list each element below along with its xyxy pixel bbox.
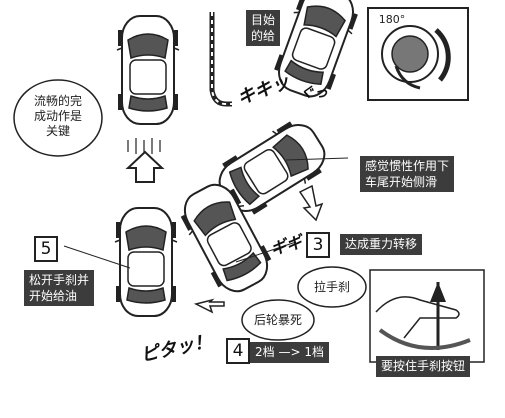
smooth-bubble-text: 流畅的完 成动作是 关键 — [33, 94, 82, 138]
step-3-box: 3 — [306, 232, 330, 258]
label-weight-transfer: 达成重力转移 — [340, 234, 423, 255]
pull-brake-text: 拉手刹 — [313, 280, 350, 294]
rear-lock-bubble-shape — [241, 299, 315, 341]
label-press-button: 要按住手刹按钮 — [376, 356, 471, 377]
car-bottom-left — [114, 207, 178, 317]
up-arrow-icon — [125, 150, 165, 183]
handbrake-inset — [367, 7, 469, 101]
angle-text: 180° — [378, 13, 406, 26]
rear-lock-text: 后轮暴死 — [253, 313, 302, 327]
car-top-left — [116, 15, 180, 125]
arrow-down-icon — [298, 184, 324, 222]
smooth-bubble-shape — [13, 79, 103, 157]
pull-brake-bubble-shape — [297, 266, 367, 308]
arrow-left-icon — [193, 298, 225, 314]
label-gear-change: 2档 —> 1档 — [250, 342, 329, 363]
label-release-brake: 松开手刹并 开始给油 — [24, 270, 95, 306]
step-5-box: 5 — [34, 236, 58, 262]
road-edge-line — [209, 12, 232, 107]
step-4-box: 4 — [226, 338, 250, 364]
sfx-grunt: ぐっ — [300, 85, 328, 101]
speed-lines — [127, 138, 161, 156]
label-mushi-dong: 目始 的给 — [246, 10, 281, 46]
label-inertia: 感觉惯性作用下 车尾开始侧滑 — [360, 156, 455, 192]
button-press-inset — [369, 269, 485, 363]
